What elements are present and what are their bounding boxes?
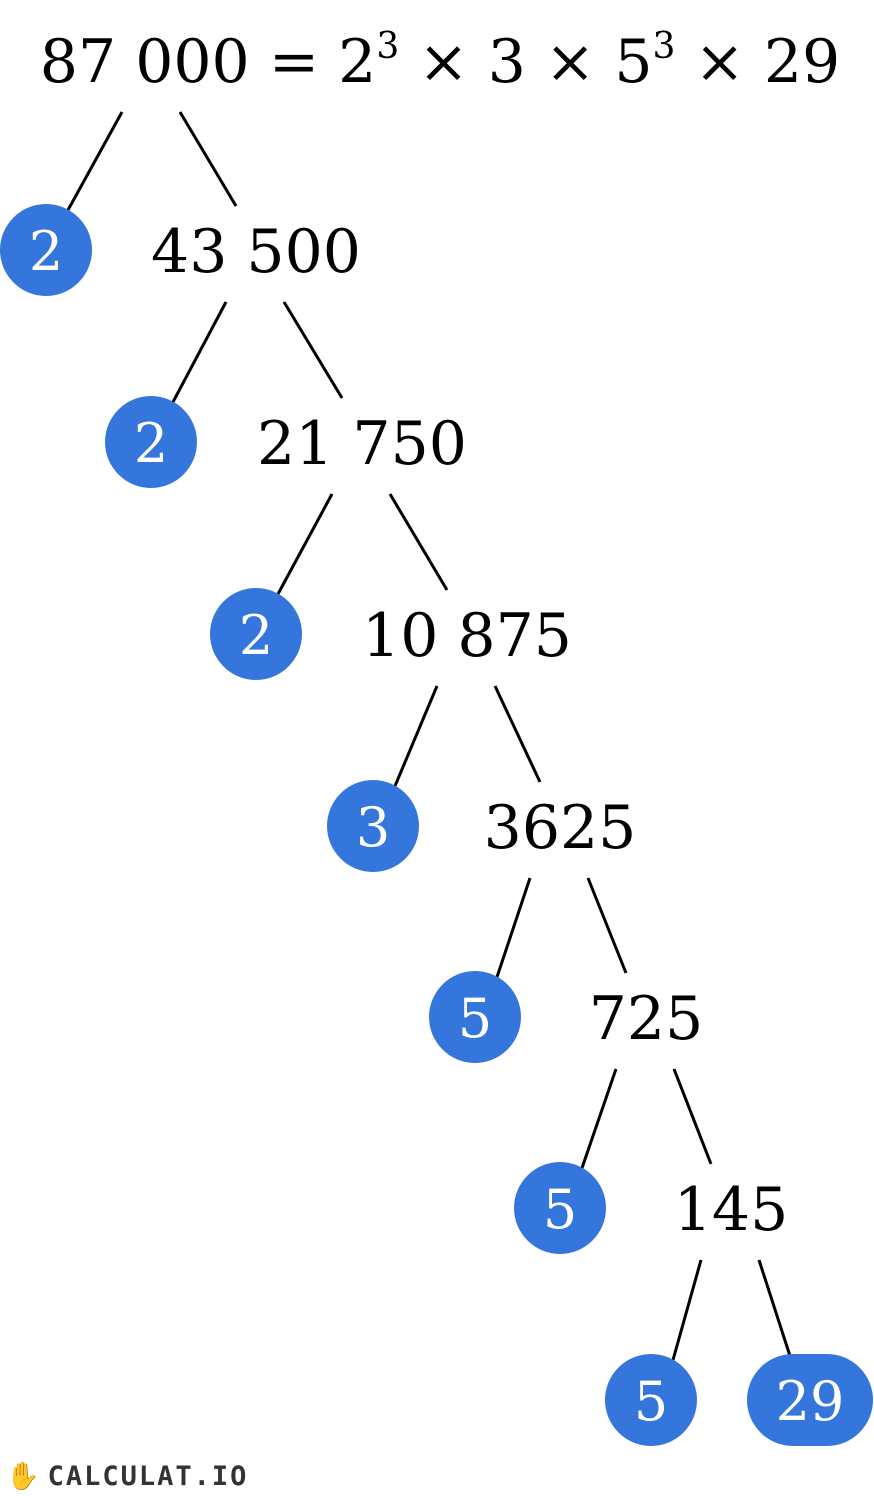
prime-factor-node: 5 [605,1354,697,1446]
composite-node: 145 [674,1175,789,1245]
branch-line [282,301,344,399]
branch-line [580,1068,618,1169]
branch-line [178,111,238,207]
prime-factor-node: 5 [429,971,521,1063]
factor-circle [210,588,302,680]
factor-circle [605,1354,697,1446]
branch-line [493,685,542,783]
prime-factor-node: 3 [327,780,419,872]
factor-label: 29 [776,1370,845,1433]
factor-circle [0,204,92,296]
branch-line [672,1068,713,1165]
prime-factor-node: 5 [514,1162,606,1254]
branch-line [586,877,628,974]
branch-line [276,493,334,595]
composite-node: 10 875 [362,601,572,671]
branch-line [495,877,532,978]
branch-line [671,1259,703,1361]
composite-node: 725 [589,984,704,1054]
composite-node: 21 750 [257,409,467,479]
prime-factor-node: 29 [747,1354,873,1446]
factor-circle [429,971,521,1063]
factor-label: 5 [458,987,492,1050]
factor-label: 5 [543,1178,577,1241]
branch-line [757,1259,792,1357]
branches [66,111,792,1361]
prime-factor-node: 2 [105,396,197,488]
branch-line [66,111,124,211]
factor-circle [327,780,419,872]
composite-node: 43 500 [151,217,361,287]
factor-label: 3 [356,796,390,859]
factorization-equation: 87 000 = 23 × 3 × 53 × 29 [40,26,840,97]
prime-factor-node: 2 [0,204,92,296]
composite-node: 3625 [484,793,637,863]
factor-circle [514,1162,606,1254]
calculat-logo: ✋ CALCULAT.IO [6,1460,249,1493]
branch-line [393,685,439,787]
logo-hand-icon: ✋ [6,1461,42,1492]
factor-label: 2 [239,604,273,667]
factor-label: 2 [134,412,168,475]
prime-factor-node: 2 [210,588,302,680]
factor-label: 2 [29,220,63,283]
logo-text: CALCULAT.IO [47,1460,249,1492]
factor-circle [105,396,197,488]
branch-line [171,301,228,403]
factor-label: 5 [634,1370,668,1433]
branch-line [388,493,449,591]
factor-pill [747,1354,873,1446]
